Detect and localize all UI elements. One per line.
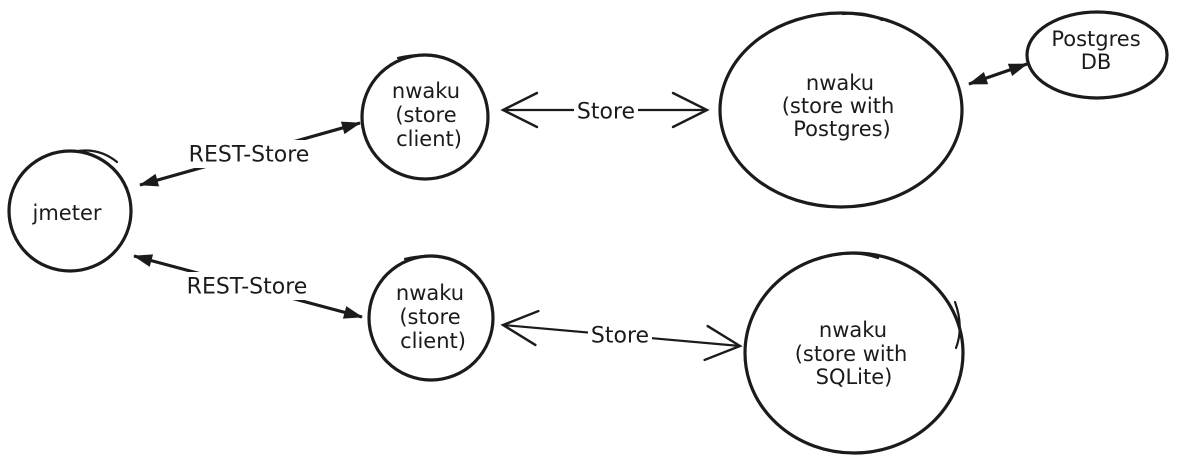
nwaku-store-client-top-label-line2: (store bbox=[395, 103, 456, 127]
nwaku-store-client-top-label-line1: nwaku bbox=[392, 79, 460, 103]
node-nwaku-store-client-top: nwaku (store client) bbox=[360, 53, 490, 181]
sketch-stroke bbox=[841, 12, 884, 22]
nwaku-store-postgres-label-line3: Postgres) bbox=[793, 117, 891, 141]
sketch-stroke bbox=[953, 300, 961, 350]
nwaku-store-client-bottom-label-line2: (store bbox=[399, 305, 460, 329]
node-nwaku-store-sqlite: nwaku (store with SQLite) bbox=[743, 251, 965, 455]
postgres-db-link-arrow bbox=[968, 62, 1028, 86]
node-jmeter: jmeter bbox=[7, 149, 133, 273]
nwaku-store-postgres-label-line2: (store with bbox=[782, 94, 895, 118]
postgres-db-label-line1: Postgres bbox=[1051, 27, 1140, 51]
node-nwaku-store-client-bottom: nwaku (store client) bbox=[367, 254, 495, 382]
nwaku-store-client-bottom-label-line1: nwaku bbox=[396, 281, 464, 305]
store-bottom-label-bg bbox=[588, 322, 652, 349]
sketch-stroke bbox=[403, 255, 460, 264]
jmeter-node-shape bbox=[7, 149, 133, 273]
nwaku-store-sqlite-label-line1: nwaku bbox=[819, 318, 887, 342]
edge-store-top: Store bbox=[500, 91, 710, 129]
edge-store-bottom: Store bbox=[500, 309, 743, 362]
sketch-stroke bbox=[396, 54, 455, 63]
nwaku-store-sqlite-label-line3: SQLite) bbox=[816, 365, 893, 389]
rest-store-top-label: REST-Store bbox=[189, 143, 310, 168]
sketch-stroke bbox=[76, 149, 119, 164]
nwaku-store-client-top-label-line3: client) bbox=[396, 127, 462, 151]
store-top-label: Store bbox=[577, 100, 635, 125]
nwaku-store-sqlite-label-line2: (store with bbox=[795, 342, 908, 366]
nwaku-store-postgres-shape bbox=[718, 11, 964, 209]
store-top-label-bg bbox=[574, 98, 638, 125]
nwaku-store-client-bottom-label-line3: client) bbox=[400, 329, 466, 353]
node-nwaku-store-postgres: nwaku (store with Postgres) bbox=[718, 11, 964, 209]
sketch-stroke bbox=[1106, 11, 1130, 19]
jmeter-label: jmeter bbox=[32, 201, 102, 225]
rest-store-bottom-label-bg bbox=[184, 272, 310, 300]
rest-store-bottom-label: REST-Store bbox=[187, 275, 308, 300]
edge-rest-store-top: REST-Store bbox=[139, 121, 361, 187]
edge-postgres-db-link bbox=[968, 62, 1028, 86]
postgres-db-shape bbox=[1025, 10, 1169, 100]
store-bottom-label: Store bbox=[591, 324, 649, 349]
rest-store-top-label-bg bbox=[186, 140, 312, 168]
node-postgres-db: Postgres DB bbox=[1025, 10, 1169, 100]
nwaku-store-postgres-label-line1: nwaku bbox=[806, 71, 874, 95]
postgres-db-label-line2: DB bbox=[1081, 50, 1112, 74]
sketch-stroke bbox=[828, 252, 880, 260]
edge-rest-store-bottom: REST-Store bbox=[133, 254, 363, 319]
